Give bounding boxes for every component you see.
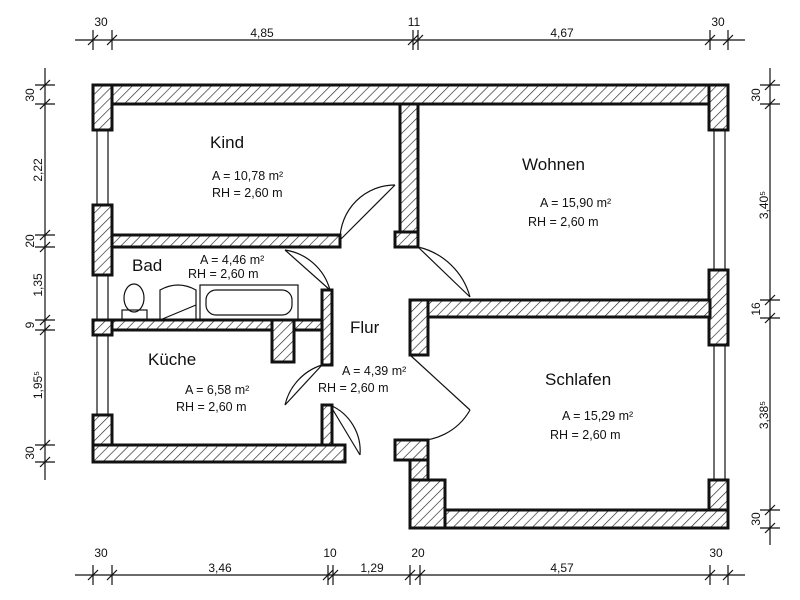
dimension-tick [39,314,51,326]
dimension-tick [39,324,51,336]
dimension-tick [414,569,426,581]
room-height: RH = 2,60 m [212,186,283,200]
room-kueche: Küche A = 6,58 m² RH = 2,60 m [148,350,249,414]
dimension-label: 4,67 [550,26,574,40]
room-area: A = 4,46 m² [200,253,264,267]
dimension-tick [87,34,99,46]
room-height: RH = 2,60 m [176,400,247,414]
dimension-label: 30 [709,546,723,560]
dimension-tick [764,522,776,534]
dimension-label: 3,46 [208,561,232,575]
dimension-tick [322,569,334,581]
dimension-tick [39,439,51,451]
dimension-label: 30 [23,446,37,460]
dimension-tick [404,569,416,581]
dimension-label: 3,40⁵ [757,191,771,219]
dimension-tick [704,569,716,581]
dimension-tick [764,98,776,110]
room-name: Schlafen [545,370,611,389]
dimension-label: 3,38⁵ [757,401,771,429]
room-labels: Kind A = 10,78 m² RH = 2,60 m Wohnen A =… [132,133,633,442]
bathtub-icon [199,284,299,321]
dimension-label: 30 [94,546,108,560]
room-area: A = 10,78 m² [212,169,283,183]
dimension-label: 1,95⁵ [31,371,45,399]
dimension-tick [412,34,424,46]
room-name: Kind [210,133,244,152]
room-bad: Bad A = 4,46 m² RH = 2,60 m [132,253,264,281]
room-area: A = 4,39 m² [342,364,406,378]
dimension-tick [39,241,51,253]
dimension-lines [35,30,780,585]
dimension-label: 1,29 [360,561,384,575]
dimension-tick [722,569,734,581]
dimension-label: 30 [749,512,763,526]
bathroom-fixtures [121,283,299,321]
room-name: Flur [350,318,380,337]
room-height: RH = 2,60 m [528,215,599,229]
room-area: A = 15,90 m² [540,196,611,210]
dimension-tick [764,79,776,91]
room-area: A = 15,29 m² [562,409,633,423]
dimension-label: 30 [711,15,725,29]
dimension-tick [39,79,51,91]
dimension-label: 20 [411,546,425,560]
room-name: Küche [148,350,196,369]
room-height: RH = 2,60 m [188,267,259,281]
toilet-icon [123,283,145,313]
dimension-label: 11 [408,15,421,29]
dimension-label: 4,57 [550,561,574,575]
dimension-tick [106,34,118,46]
dimension-label: 20 [23,234,37,248]
room-height: RH = 2,60 m [550,428,621,442]
dimension-label: 30 [94,15,108,29]
room-kind: Kind A = 10,78 m² RH = 2,60 m [210,133,283,200]
dimension-tick [39,456,51,468]
dimension-label: 16 [749,302,763,316]
dimension-tick [764,504,776,516]
doors [284,184,471,456]
room-name: Bad [132,256,162,275]
room-height: RH = 2,60 m [318,381,389,395]
toilet-tank [121,309,148,321]
dimension-tick [39,229,51,241]
dimension-label: 30 [23,88,37,102]
dimension-tick [39,98,51,110]
dimension-label: 4,85 [250,26,274,40]
dimension-labels: 30 4,85 11 4,67 30 30 3,46 10 1,29 20 4,… [23,15,771,575]
dimension-tick [764,312,776,324]
room-name: Wohnen [522,155,585,174]
dimension-label: 10 [323,546,337,560]
walls [91,83,730,530]
dimension-label: 2,22 [31,158,45,182]
dimension-tick [764,294,776,306]
dimension-tick [87,569,99,581]
dimension-tick [407,34,419,46]
dimension-tick [327,569,339,581]
room-flur: Flur A = 4,39 m² RH = 2,60 m [318,318,406,395]
dimension-label: 1,35 [31,273,45,297]
sink-icon [159,284,197,321]
room-schlafen: Schlafen A = 15,29 m² RH = 2,60 m [545,370,633,442]
dimension-tick [106,569,118,581]
room-area: A = 6,58 m² [185,383,249,397]
dimension-label: 9 [23,321,37,328]
dimension-label: 30 [749,88,763,102]
dimension-tick [722,34,734,46]
room-wohnen: Wohnen A = 15,90 m² RH = 2,60 m [522,155,611,229]
dimension-tick [704,34,716,46]
